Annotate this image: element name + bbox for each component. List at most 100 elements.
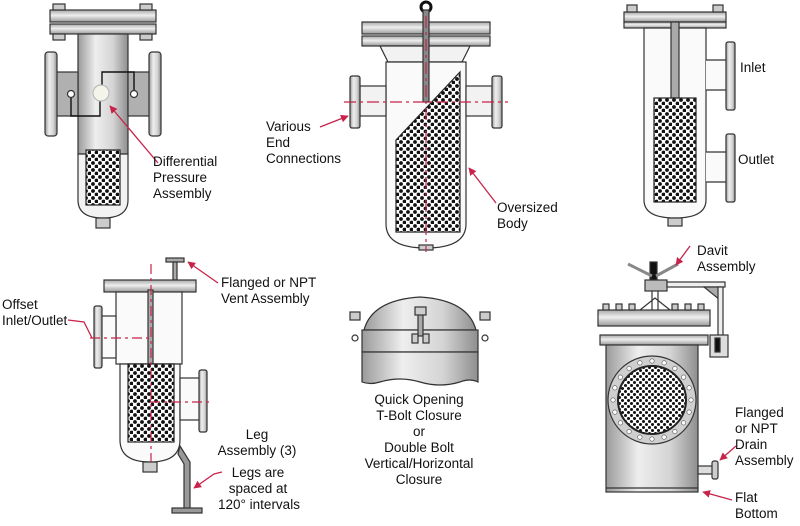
davit-collar: [644, 279, 668, 292]
vent-assembly: [165, 257, 185, 263]
tap-left: [66, 89, 76, 99]
flange-bolt: [688, 397, 694, 403]
basket-mesh: [85, 149, 121, 206]
inlet-pipe: [359, 85, 387, 117]
davit-arm: [666, 281, 726, 288]
bolt: [697, 303, 705, 311]
t-bolt-clamp: [411, 333, 419, 344]
bolt: [615, 303, 623, 311]
quick-opening-closure: [349, 296, 491, 386]
t-bolt-clamp: [422, 333, 430, 344]
t-bolt-head: [414, 306, 427, 316]
flange-bolt: [672, 429, 678, 435]
davit-handle: [655, 262, 679, 278]
drain-plug: [142, 461, 158, 473]
callout-arrow: [319, 114, 349, 128]
label-various-end-connections: Various End Connections: [266, 119, 342, 166]
basket-mesh: [617, 365, 687, 435]
side-bolt: [349, 311, 361, 321]
flange-bolt: [686, 409, 692, 415]
label-inlet: Inlet: [740, 60, 766, 75]
differential-pressure-strainer: [44, 3, 162, 229]
flange-bolt: [612, 409, 618, 415]
flange-bolt: [637, 360, 643, 366]
label-offset-inlet-outlet: Offset Inlet/Outlet: [2, 297, 68, 328]
callout-arrow: [109, 105, 159, 164]
label-drain-assembly: Flanged or NPT Drain Assembly: [735, 405, 794, 468]
top-cover-flange: [49, 9, 157, 23]
vent-stem: [172, 261, 178, 281]
callout-arrow: [187, 261, 219, 284]
callout-arrow: [702, 490, 733, 501]
callout-arrow: [675, 245, 691, 266]
closure-body: [361, 351, 479, 386]
flange-bolt: [626, 365, 632, 371]
label-davit-assembly: Davit Assembly: [697, 243, 756, 274]
flange-bolt: [626, 429, 632, 435]
bolt: [684, 303, 692, 311]
flange-bolt: [649, 358, 655, 364]
davit-stand: [639, 291, 671, 311]
bolt: [628, 303, 636, 311]
side-bolt: [479, 311, 491, 321]
bolt: [52, 3, 66, 11]
callout-arrow: [468, 167, 497, 204]
offset-inlet-flange: [93, 305, 103, 369]
drain-flange: [711, 460, 719, 480]
pressure-line-left: [70, 98, 101, 117]
outlet-flange: [148, 51, 162, 137]
bolt: [602, 303, 610, 311]
flange-bolt: [617, 420, 623, 426]
label-leg-assembly: Leg Assembly (3): [217, 427, 297, 458]
flange-bolt: [681, 420, 687, 426]
inlet-flange: [725, 41, 736, 111]
flange-bolt: [686, 385, 692, 391]
flange-bolt: [610, 397, 616, 403]
bolt: [626, 4, 638, 13]
offset-outlet-flange: [198, 369, 208, 433]
bolt: [139, 3, 153, 11]
label-differential-pressure-assembly: Differential Pressure Assembly: [153, 154, 218, 201]
callout-arrow: [719, 445, 737, 461]
label-quick-opening-closure: Quick Opening T-Bolt Closure or Double B…: [364, 392, 474, 487]
body-flange: [49, 23, 157, 35]
bolt: [139, 33, 153, 41]
basket-mesh: [653, 97, 697, 203]
bolt: [52, 33, 66, 41]
inspection-flange-bolts: [610, 358, 694, 442]
top-cover-flange: [597, 309, 711, 327]
leg-assembly: [177, 444, 191, 511]
davit-bracket-pin: [714, 337, 721, 353]
flange-bolt: [661, 360, 667, 366]
inlet-flange: [44, 51, 58, 137]
label-flat-bottom: Flat Bottom: [735, 490, 778, 521]
bolt: [712, 4, 724, 13]
davit-handle: [627, 262, 653, 278]
callout-line: [67, 319, 93, 339]
flange-bolt: [661, 434, 667, 440]
pressure-line-right: [101, 71, 135, 90]
outlet-flange: [725, 133, 736, 203]
offset-outlet-pipe: [179, 377, 201, 421]
side-bolt-hinge: [481, 334, 489, 342]
davit-handle-post: [649, 261, 658, 281]
top-cover-flange: [623, 11, 727, 23]
outlet-pipe: [465, 85, 493, 117]
label-outlet: Outlet: [738, 152, 775, 167]
body-flange: [599, 334, 709, 346]
drain-plug: [667, 217, 683, 227]
flange-bolt: [649, 436, 655, 442]
inlet-outlet-strainer: [623, 4, 736, 227]
bolt: [671, 303, 679, 311]
tap-right: [129, 89, 139, 99]
flange-bolt: [612, 385, 618, 391]
callout-arrow: [193, 471, 223, 489]
side-bolt-hinge: [351, 334, 359, 342]
pressure-gauge-icon: [92, 84, 110, 102]
flange-bolt: [672, 365, 678, 371]
flange-bolt: [637, 434, 643, 440]
flange-bolt: [617, 374, 623, 380]
center-rod: [670, 21, 680, 99]
drain-plug: [95, 217, 111, 229]
